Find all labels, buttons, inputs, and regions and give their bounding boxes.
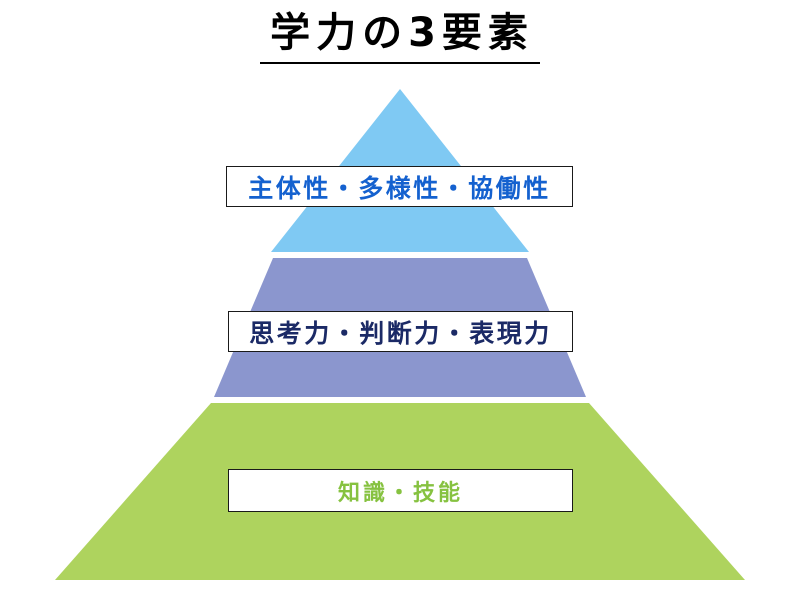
tier-bottom-label-text: 知識・技能 bbox=[337, 480, 463, 506]
page-title: 学力の3要素 bbox=[260, 8, 540, 64]
tier-middle-label-box: 思考力・判断力・表現力 bbox=[228, 311, 573, 352]
tier-top-label-text: 主体性・多様性・協働性 bbox=[248, 173, 551, 203]
tier-top-label-box: 主体性・多様性・協働性 bbox=[226, 166, 573, 207]
title-block: 学力の3要素 bbox=[0, 8, 800, 64]
tier-bottom-label-box: 知識・技能 bbox=[228, 469, 573, 512]
tier-middle-label-text: 思考力・判断力・表現力 bbox=[249, 318, 552, 348]
